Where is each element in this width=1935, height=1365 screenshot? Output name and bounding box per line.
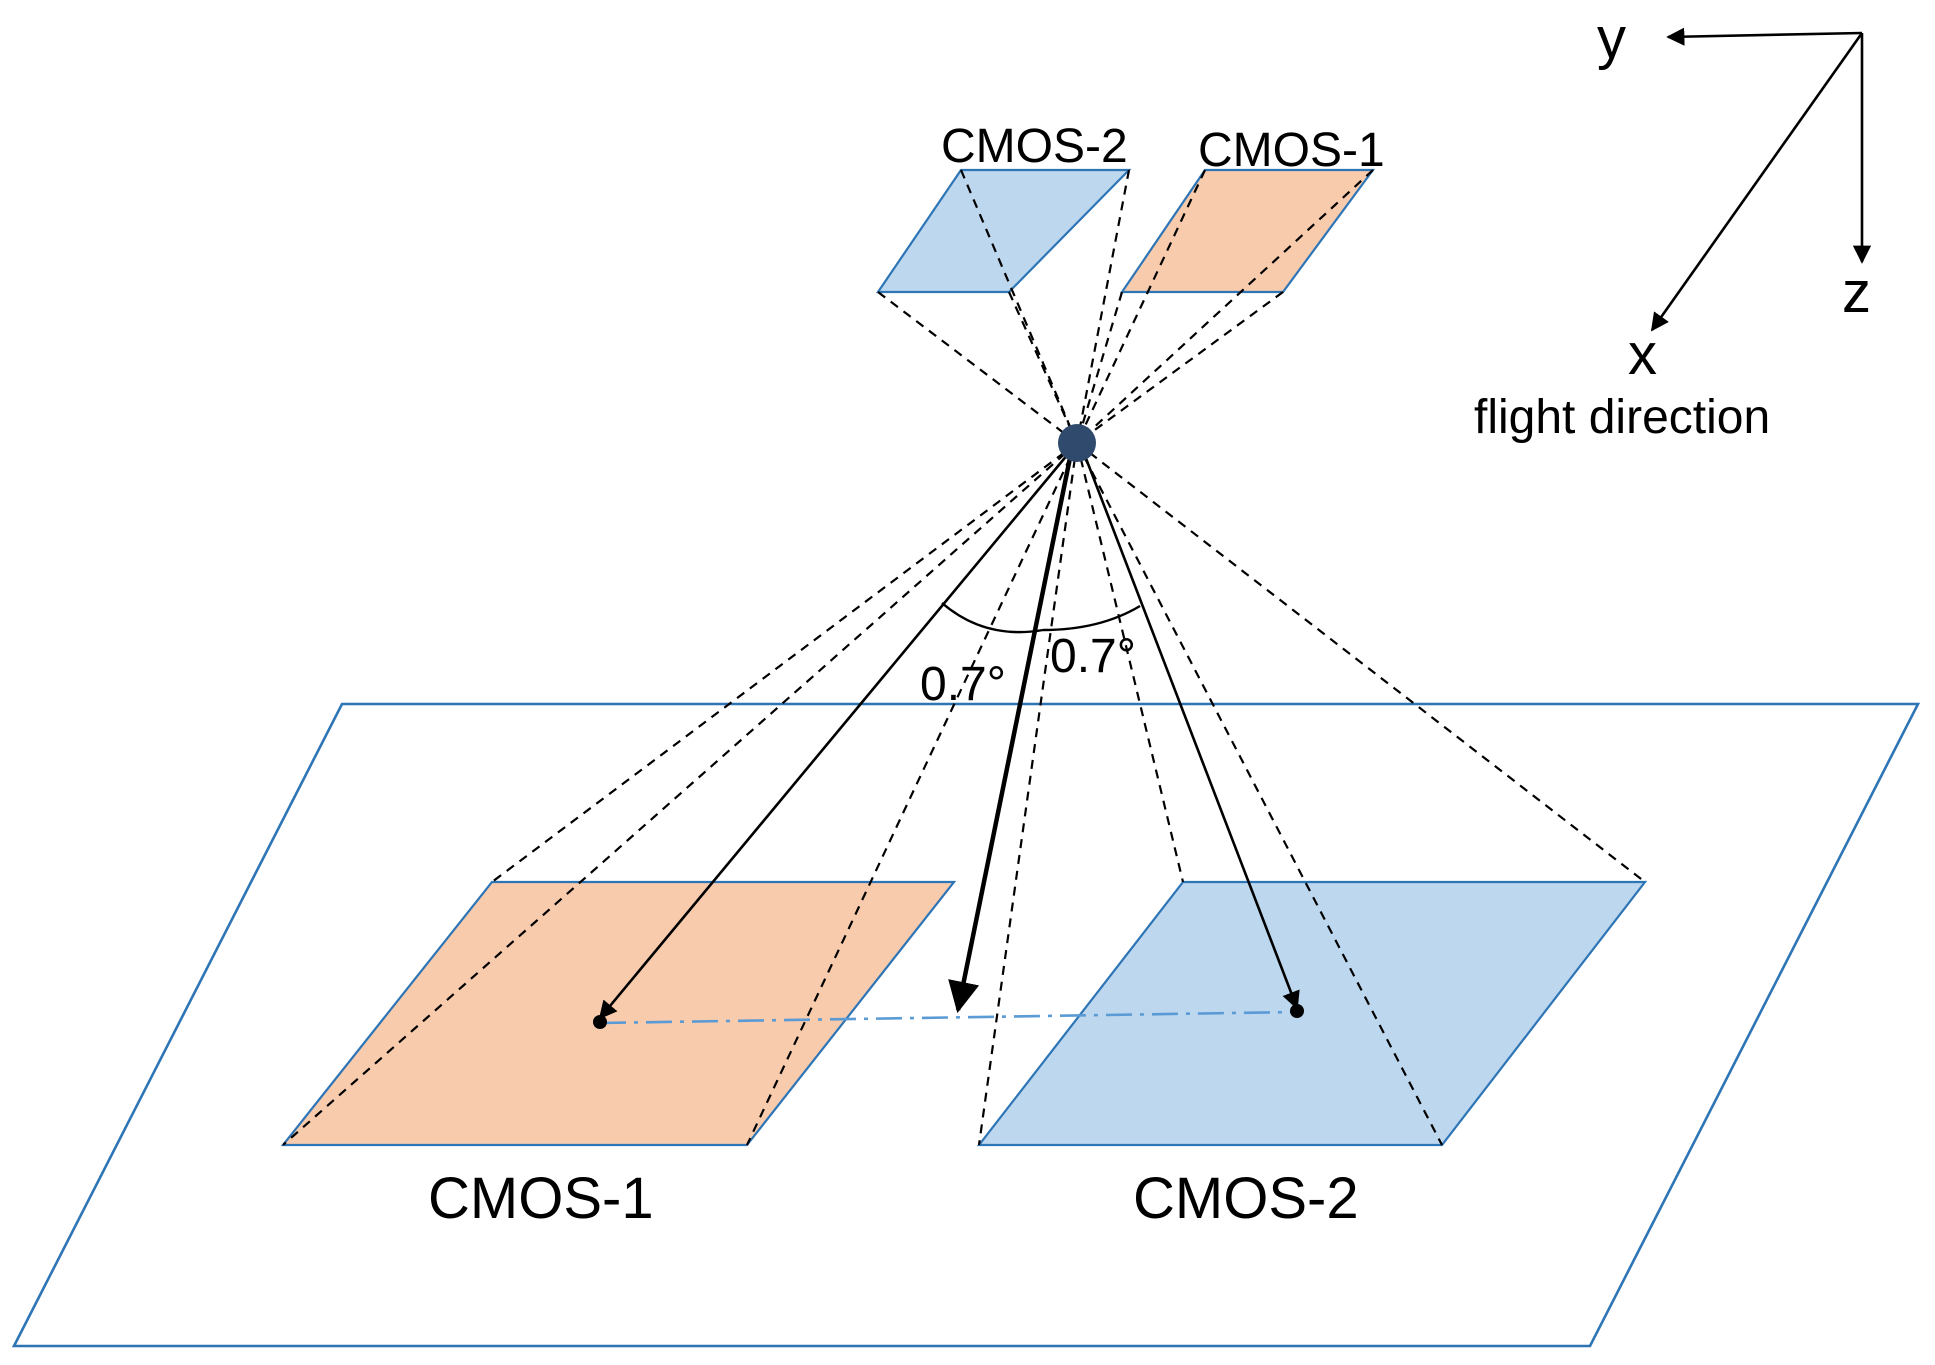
ground-center-connector: [599, 1010, 1296, 1025]
ground-footprint-cmos2: [976, 880, 1648, 1147]
ground-plane: [11, 702, 1921, 1348]
projection-center: [1058, 424, 1096, 462]
nadir-ray: [948, 447, 1075, 1014]
sensor-chip-cmos2: [875, 168, 1132, 294]
angle-label-left: 0.7°: [920, 658, 1006, 711]
coordinate-axes: [1650, 27, 1872, 332]
chip-projection-lines: [877, 169, 1374, 444]
angle-label-right: 0.7°: [1050, 630, 1136, 683]
axis-label-y: y: [1597, 6, 1626, 71]
sensor-label-cmos2-top: CMOS-2: [941, 120, 1128, 173]
ground-projection-lines: [282, 442, 1646, 1146]
ray-to-cmos1-center: [598, 447, 1075, 1020]
ground-label-cmos1: CMOS-1: [428, 1166, 654, 1231]
sensor-chip-cmos1: [1119, 168, 1376, 294]
angle-arc-left: [941, 602, 1044, 634]
ground-footprint-cmos1: [280, 880, 957, 1147]
axis-label-x: x: [1628, 322, 1657, 387]
ground-label-cmos2: CMOS-2: [1133, 1166, 1359, 1231]
sensor-label-cmos1-top: CMOS-1: [1198, 124, 1385, 177]
axis-caption-flight-direction: flight direction: [1474, 391, 1770, 444]
axis-label-z: z: [1842, 260, 1871, 325]
angle-arc-right: [1042, 604, 1141, 632]
ray-to-cmos2-center: [1080, 447, 1300, 1010]
